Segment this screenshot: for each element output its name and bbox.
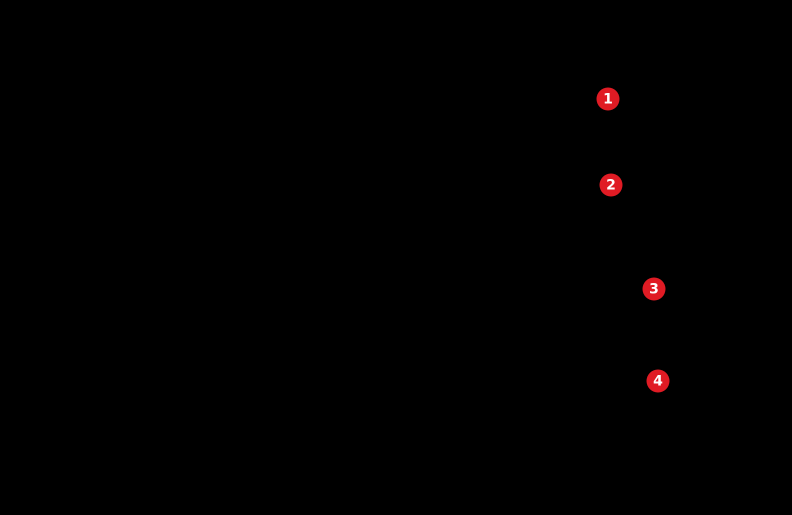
callout-badge-3: 3 [642,277,666,301]
callout-badge-2: 2 [599,173,623,197]
callout-badge-4: 4 [646,369,670,393]
callout-badge-3-number: 3 [649,281,659,297]
callout-badge-1: 1 [596,87,620,111]
callout-badge-4-number: 4 [653,373,663,389]
callout-badge-1-number: 1 [603,91,613,107]
callout-badge-2-number: 2 [606,177,616,193]
